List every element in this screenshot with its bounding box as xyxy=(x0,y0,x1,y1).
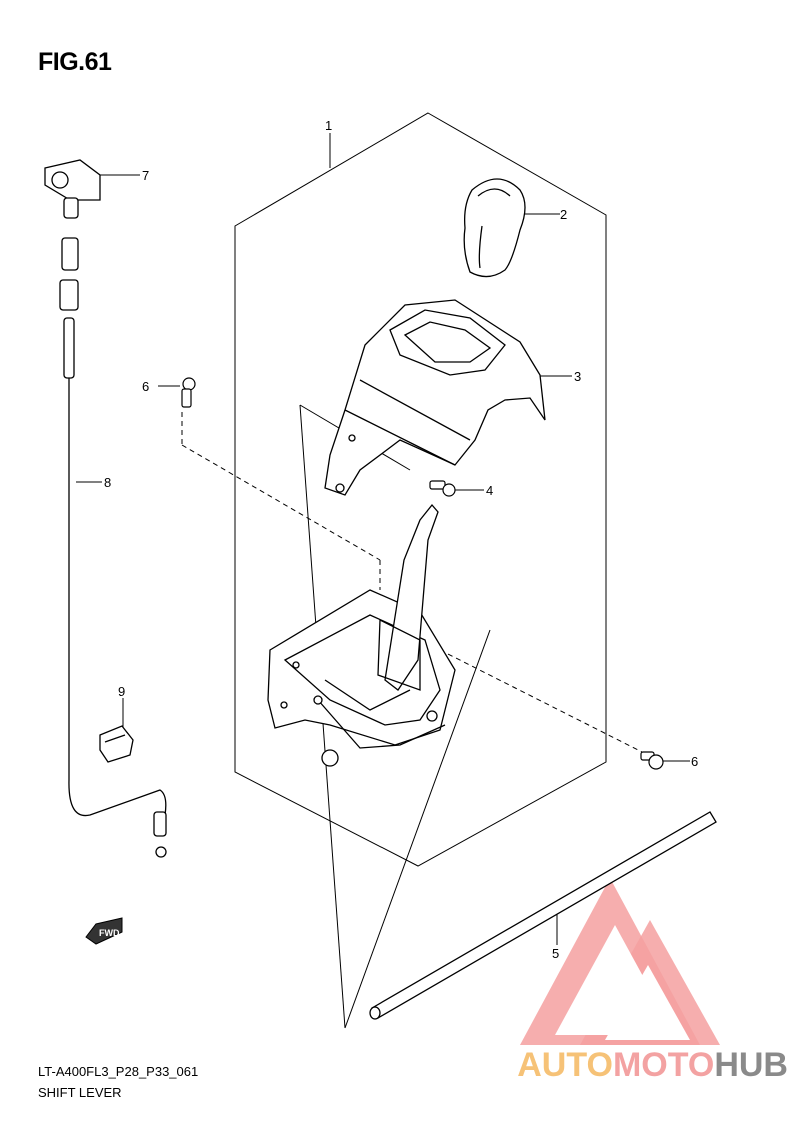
callout-6-upper: 6 xyxy=(142,379,149,394)
callout-3: 3 xyxy=(574,369,581,384)
shift-lever-base xyxy=(267,503,456,767)
callout-2: 2 xyxy=(560,207,567,222)
watermark-logo xyxy=(520,878,720,1045)
watermark-text-moto: MOTO xyxy=(612,1046,715,1084)
figure-title: FIG.61 xyxy=(38,48,112,76)
watermark-text: AUTOMOTOHUB xyxy=(517,1046,788,1085)
fwd-badge: FWD xyxy=(85,917,123,945)
lever-cover xyxy=(324,299,546,496)
shift-cable xyxy=(44,159,167,858)
hose-part-5 xyxy=(369,811,717,1020)
callout-6-lower: 6 xyxy=(691,754,698,769)
figure-code: LT-A400FL3_P28_P33_061 xyxy=(38,1064,199,1079)
callout-5: 5 xyxy=(552,946,559,961)
fwd-badge-label: FWD xyxy=(99,928,120,938)
shift-knob xyxy=(463,178,526,278)
leader-lines xyxy=(76,133,690,1029)
bolt-part-4 xyxy=(429,480,456,497)
callout-1: 1 xyxy=(325,118,332,133)
callout-7: 7 xyxy=(142,168,149,183)
clip-part-9 xyxy=(99,725,134,763)
figure-subtitle: SHIFT LEVER xyxy=(38,1085,122,1100)
callout-8: 8 xyxy=(104,475,111,490)
watermark-text-auto: AUTO xyxy=(517,1046,613,1084)
bolt-part-6-upper xyxy=(181,377,196,408)
callout-4: 4 xyxy=(486,483,493,498)
assembly-outline xyxy=(234,112,607,867)
callout-9: 9 xyxy=(118,684,125,699)
watermark-text-hub: HUB xyxy=(714,1046,788,1084)
bolt-part-6-lower xyxy=(640,751,664,770)
